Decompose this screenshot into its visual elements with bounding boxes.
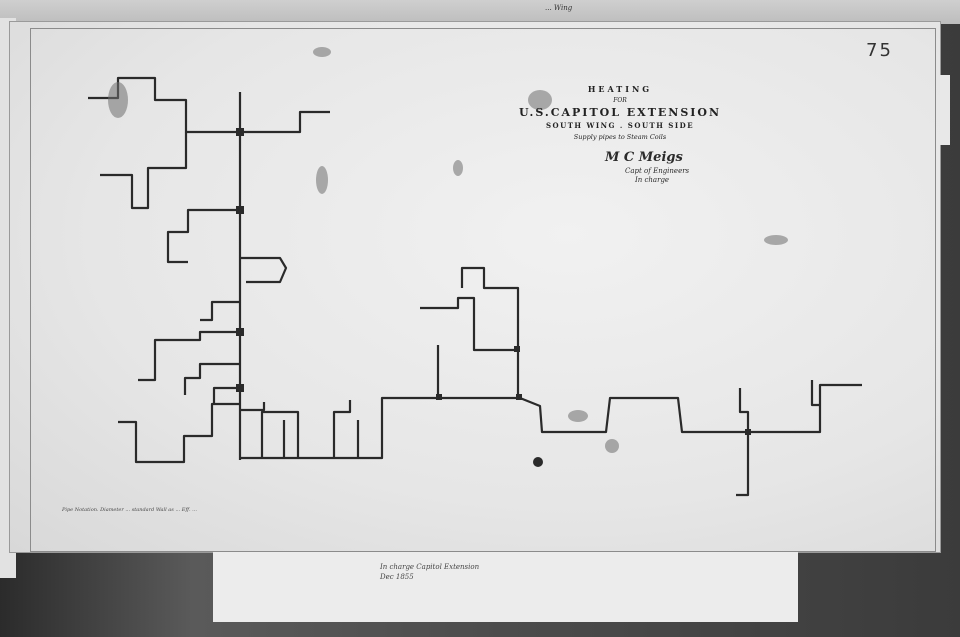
signature-date: In charge (635, 176, 670, 184)
title-block: HEATING FOR U.S.CAPITOL EXTENSION SOUTH … (500, 84, 740, 141)
pipe-run (240, 110, 330, 134)
side-tab (940, 75, 950, 145)
label-slip (213, 552, 798, 622)
title-main: U.S.CAPITOL EXTENSION (518, 106, 722, 119)
top-paper-strip (0, 0, 960, 24)
pipe-run (736, 432, 750, 497)
pipe-run (810, 380, 820, 407)
pipe-run (240, 402, 266, 412)
signature-name: M C Meigs (605, 150, 683, 165)
drawing-sheet (10, 22, 940, 552)
title-note: Supply pipes to Steam Coils (573, 133, 667, 141)
title-subtitle: SOUTH WING . SOUTH SIDE (545, 121, 695, 130)
pipe-run (420, 296, 518, 352)
pipe-run (260, 410, 300, 458)
top-scribble: ... Wing (545, 4, 573, 12)
signature-title: Capt of Engineers (625, 167, 690, 175)
pipe-run (212, 386, 240, 404)
signature-block: M C Meigs Capt of Engineers In charge (605, 150, 689, 184)
pipe-run (183, 362, 240, 395)
pipe-run (118, 402, 240, 464)
sheet-border (30, 28, 936, 552)
pipe-run (200, 300, 240, 322)
label-slip-line-2: Dec 1855 (380, 573, 414, 581)
pipe-run (100, 132, 188, 210)
pipe-run (240, 383, 862, 460)
title-heading: HEATING (587, 84, 653, 94)
label-slip-line-1: In charge Capitol Extension (380, 563, 480, 571)
pipe-run (138, 330, 240, 382)
pipe-run (738, 388, 750, 432)
title-connector: FOR (613, 97, 627, 104)
footer-note: Pipe Notation. Diameter ... standard Wal… (62, 507, 197, 513)
label-slip-note: In charge Capitol Extension Dec 1855 (380, 562, 479, 582)
pipe-run (166, 208, 240, 264)
pipe-run (460, 266, 520, 398)
pipe-run (332, 400, 352, 458)
sheet-number: 75 (866, 40, 893, 61)
pipe-run (240, 256, 288, 284)
